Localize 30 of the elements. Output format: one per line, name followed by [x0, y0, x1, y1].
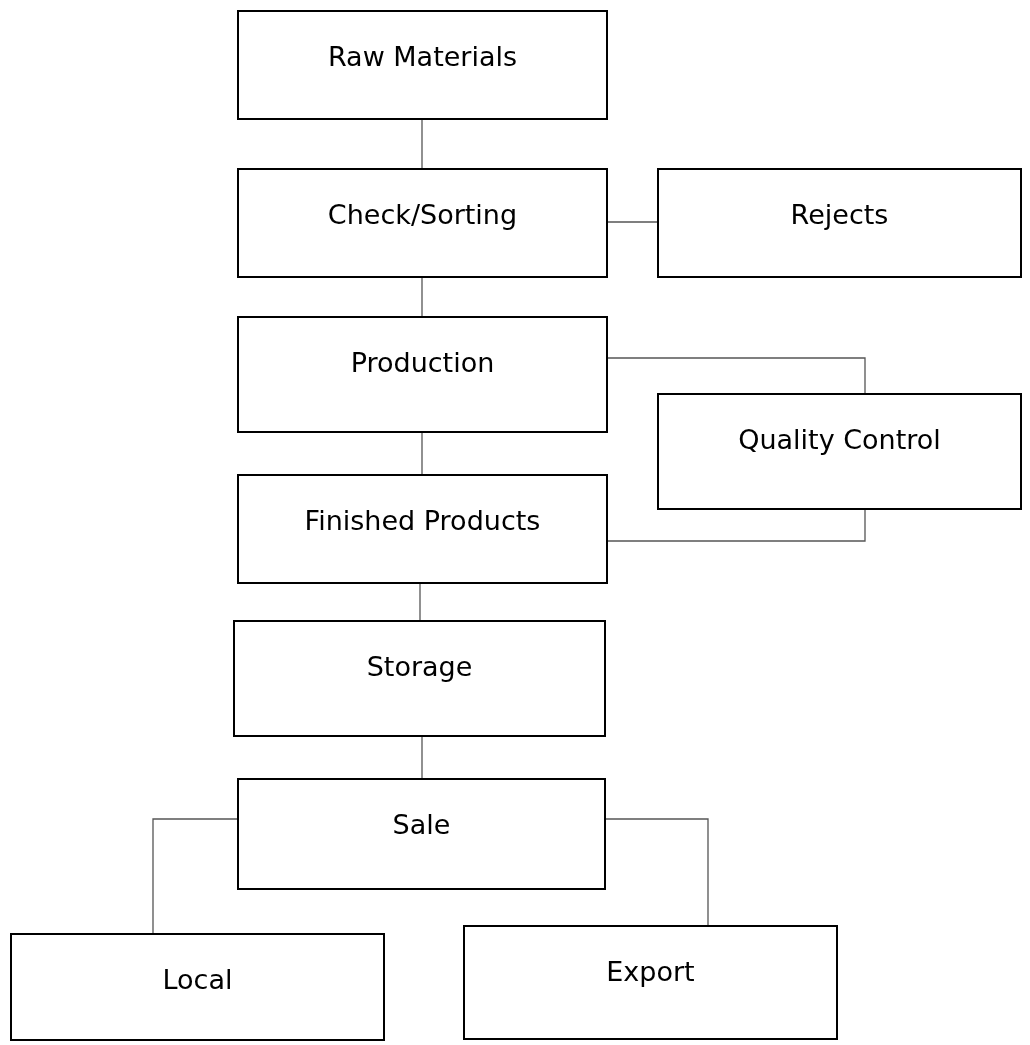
connector-line	[607, 357, 866, 394]
connector-line	[421, 277, 423, 317]
step-label: Quality Control	[737, 423, 942, 457]
connector-line	[607, 221, 658, 223]
step-label: Production	[349, 346, 496, 380]
process-box	[657, 168, 1022, 278]
connector-line	[607, 509, 866, 542]
process-box	[237, 474, 608, 584]
connector-line	[605, 818, 709, 926]
step-label: Sale	[391, 808, 452, 842]
process-box	[237, 10, 608, 120]
process-box	[657, 393, 1022, 510]
step-label: Check/Sorting	[326, 198, 519, 232]
process-box	[237, 316, 608, 433]
process-box	[10, 933, 385, 1041]
process-box	[463, 925, 838, 1040]
connector-line	[421, 432, 423, 475]
connector-line	[152, 818, 238, 934]
connector-line	[419, 583, 421, 621]
step-label: Local	[161, 963, 234, 997]
step-label: Export	[605, 955, 696, 989]
step-label: Raw Materials	[326, 40, 519, 74]
process-box	[233, 620, 606, 737]
connector-line	[421, 119, 423, 169]
step-label: Rejects	[789, 198, 890, 232]
process-box	[237, 168, 608, 278]
process-box	[237, 778, 606, 890]
connector-line	[421, 736, 423, 779]
step-label: Storage	[365, 650, 474, 684]
step-label: Finished Products	[303, 504, 542, 538]
